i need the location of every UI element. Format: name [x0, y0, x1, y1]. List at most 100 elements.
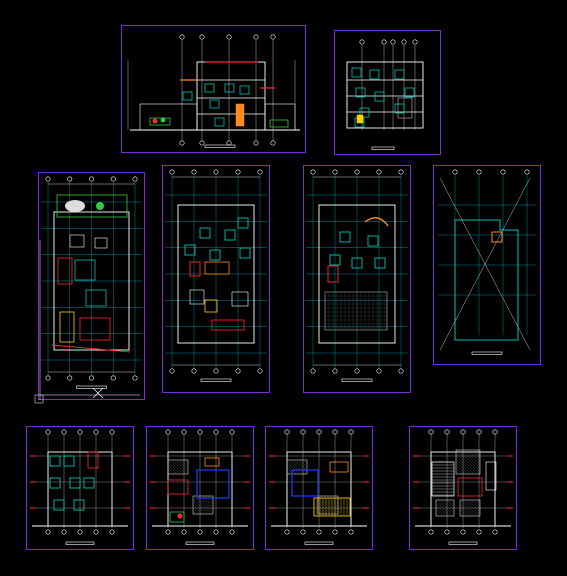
- grid-bubble: [213, 368, 219, 374]
- hatch-line: [455, 467, 463, 475]
- flower: [152, 118, 158, 124]
- fixture: [209, 249, 221, 261]
- grid-bubble: [199, 140, 205, 146]
- grid-bubble: [132, 375, 138, 381]
- window: [69, 477, 81, 489]
- grid-bubble: [348, 429, 354, 435]
- grid-bubble: [213, 529, 219, 535]
- stair-ground: [57, 257, 73, 285]
- grid-bubble: [492, 429, 498, 435]
- north-marker: [34, 394, 44, 404]
- grid-bubble: [316, 529, 322, 535]
- hatch-line: [286, 470, 291, 475]
- hatch-line: [464, 499, 481, 516]
- grid-bubble: [109, 529, 115, 535]
- fixture: [224, 83, 235, 93]
- hatch-line: [446, 499, 455, 508]
- grid-bubble: [199, 34, 205, 40]
- roof-outline: [454, 219, 519, 341]
- plan-second-outline: [318, 204, 396, 344]
- glazed-panel: [291, 469, 319, 497]
- fixture: [374, 257, 386, 269]
- window: [53, 499, 65, 511]
- grid-bubble: [61, 429, 67, 435]
- stair-tower: [431, 461, 455, 497]
- title-block: [65, 541, 95, 545]
- hatched-panel: [459, 499, 481, 517]
- hatch-line: [192, 495, 212, 515]
- grid-bubble: [229, 429, 235, 435]
- fixture: [239, 85, 250, 95]
- fixture: [359, 107, 370, 118]
- hatch-line: [317, 504, 328, 515]
- fixture: [339, 231, 351, 243]
- hatch-line: [167, 467, 175, 475]
- grid-bubble: [428, 529, 434, 535]
- hatch-line: [473, 499, 481, 507]
- elevation-3-facade: [286, 451, 352, 527]
- hatch-line: [455, 452, 478, 475]
- hatch-line: [192, 504, 203, 515]
- grid-bubble: [257, 368, 263, 374]
- grid-bubble: [132, 176, 138, 182]
- grid-bubble: [476, 429, 482, 435]
- grid-bubble: [229, 529, 235, 535]
- grid-bubble: [270, 34, 276, 40]
- window: [49, 455, 61, 467]
- grid-bubble: [109, 429, 115, 435]
- grid-bubble: [398, 169, 404, 175]
- elevation-3-sheet: [265, 426, 373, 550]
- hatch-line: [455, 464, 466, 475]
- hatch-line: [459, 503, 473, 517]
- hatch-line: [449, 499, 455, 505]
- fixture: [239, 247, 251, 259]
- grid-bubble: [500, 169, 506, 175]
- fixture: [224, 229, 236, 241]
- title-block: [471, 351, 503, 355]
- grid-bubble: [348, 529, 354, 535]
- grid-bubble: [45, 429, 51, 435]
- plan-ground-outline: [53, 211, 130, 351]
- fixture: [351, 67, 362, 78]
- hatch-line: [435, 500, 452, 517]
- grid-bubble: [181, 529, 187, 535]
- plan-first-outline: [177, 204, 255, 344]
- hatch-line: [180, 459, 189, 468]
- hatch-line: [317, 498, 334, 515]
- hatch-line: [435, 506, 446, 517]
- fixture: [184, 244, 196, 256]
- grid-bubble: [93, 429, 99, 435]
- hatch-line: [167, 461, 181, 475]
- hatch-line: [287, 459, 303, 475]
- building-outline: [196, 61, 266, 131]
- grid-bubble: [89, 375, 95, 381]
- grid-bubble: [213, 169, 219, 175]
- fixture: [404, 87, 415, 98]
- hatch-line: [459, 509, 467, 517]
- hatch-line: [459, 500, 476, 517]
- grid-bubble: [89, 176, 95, 182]
- bed: [189, 289, 205, 305]
- grid-bubble: [332, 529, 338, 535]
- grid-bubble: [354, 368, 360, 374]
- title-block: [204, 144, 236, 148]
- hatch-line: [461, 449, 481, 469]
- grid-bubble: [381, 39, 387, 45]
- hatch-line: [435, 509, 443, 517]
- stair-second: [327, 265, 339, 283]
- hatch-line: [470, 449, 481, 460]
- hatch-line: [467, 449, 481, 463]
- hatch-line: [435, 512, 440, 517]
- fixture: [199, 227, 211, 239]
- roof-hatch: [491, 231, 503, 243]
- side-window: [485, 461, 497, 491]
- grid-bubble: [398, 368, 404, 374]
- grid-bubble: [359, 39, 365, 45]
- window: [73, 499, 85, 511]
- garden: [56, 194, 128, 218]
- parking: [59, 311, 75, 343]
- hatch-line: [167, 464, 178, 475]
- grid-bubble: [235, 368, 241, 374]
- hatch-line: [455, 449, 481, 475]
